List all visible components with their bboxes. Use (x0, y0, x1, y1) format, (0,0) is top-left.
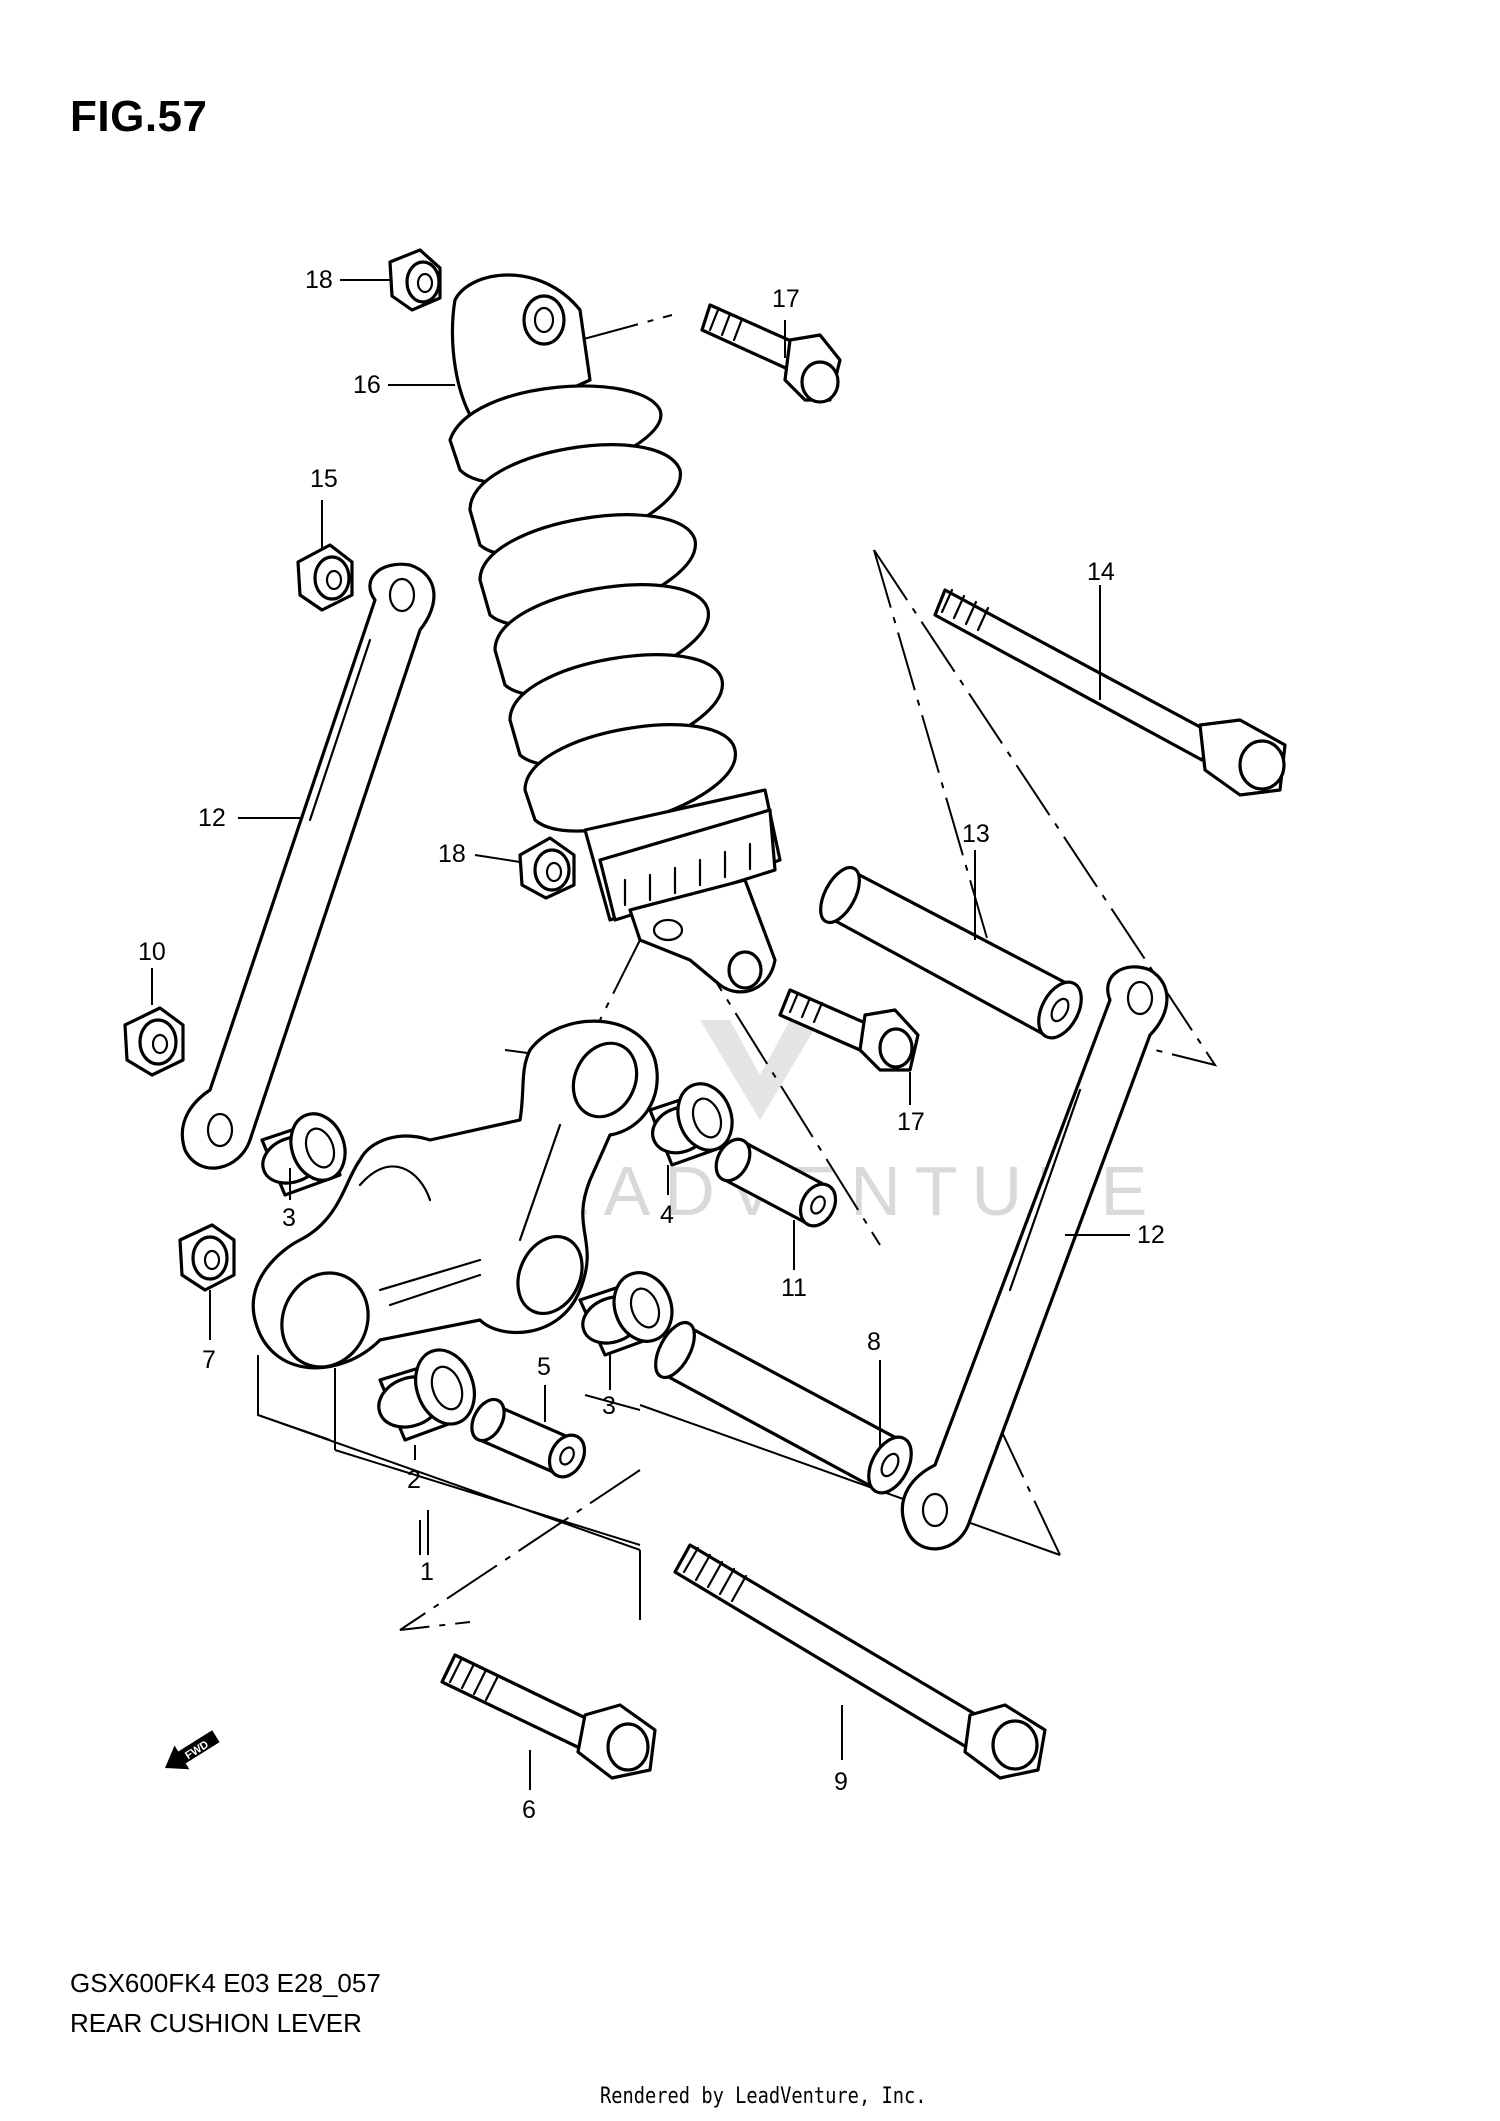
callout-7: 7 (202, 1346, 216, 1374)
part-3-bushing-left (260, 1112, 347, 1197)
callout-17-lower: 17 (897, 1108, 925, 1136)
fwd-arrow-icon: FWD (165, 1730, 220, 1770)
part-17-bolt-lower (778, 988, 920, 1072)
part-17-bolt-upper (700, 303, 842, 404)
part-18-nut-lower (518, 836, 576, 900)
model-code: GSX600FK4 E03 E28_057 (70, 1968, 381, 1998)
callout-15: 15 (310, 465, 338, 493)
callout-14: 14 (1087, 558, 1115, 586)
part-11-collar (714, 1137, 838, 1228)
part-7-nut (178, 1223, 236, 1292)
leader-lines (151, 279, 1130, 1790)
part-9-bolt (673, 1543, 1047, 1780)
part-10-nut (123, 1006, 185, 1077)
callout-6: 6 (522, 1796, 536, 1824)
part-2-bushing (377, 1348, 476, 1442)
part-16-shock-absorber (448, 273, 782, 994)
part-13-collar (819, 865, 1083, 1040)
part-4-bushing (648, 1082, 734, 1167)
callout-11: 11 (781, 1274, 807, 1302)
part-12-tie-rod-right (900, 965, 1169, 1551)
callout-9: 9 (834, 1768, 848, 1796)
part-1-assembly-bracket (257, 1355, 641, 1620)
callout-13: 13 (962, 820, 990, 848)
callout-10: 10 (138, 938, 166, 966)
callout-17-upper: 17 (772, 285, 800, 313)
part-15-nut (296, 543, 354, 612)
callout-8: 8 (867, 1328, 881, 1356)
callout-4: 4 (660, 1201, 674, 1229)
part-1-cushion-lever (251, 1019, 659, 1370)
callout-12-right: 12 (1137, 1221, 1165, 1249)
callout-3-right: 3 (602, 1392, 616, 1420)
callout-18-upper: 18 (305, 266, 333, 294)
callout-5: 5 (537, 1353, 551, 1381)
part-12-tie-rod-left (180, 562, 436, 1170)
part-5-collar (470, 1397, 587, 1479)
callout-3-left: 3 (282, 1204, 296, 1232)
figure-title: FIG.57 (70, 92, 208, 141)
part-14-bolt-long (933, 588, 1287, 797)
callout-18-lower: 18 (438, 840, 466, 868)
callout-12-left: 12 (198, 804, 226, 832)
callout-1: 1 (420, 1558, 434, 1586)
part-18-nut-upper (388, 248, 442, 312)
rendered-by-credit: Rendered by LeadVenture, Inc. (600, 2084, 927, 2109)
part-3-bushing-right (578, 1271, 674, 1357)
part-6-bolt (440, 1653, 657, 1780)
callout-2: 2 (407, 1466, 421, 1494)
part-8-collar (654, 1320, 913, 1495)
alignment-lines (399, 314, 1218, 1631)
figure-subtitle: REAR CUSHION LEVER (70, 2008, 362, 2038)
callout-16: 16 (353, 371, 381, 399)
callouts: 18 17 16 15 14 12 18 13 10 17 3 4 11 12 … (138, 266, 1165, 1824)
